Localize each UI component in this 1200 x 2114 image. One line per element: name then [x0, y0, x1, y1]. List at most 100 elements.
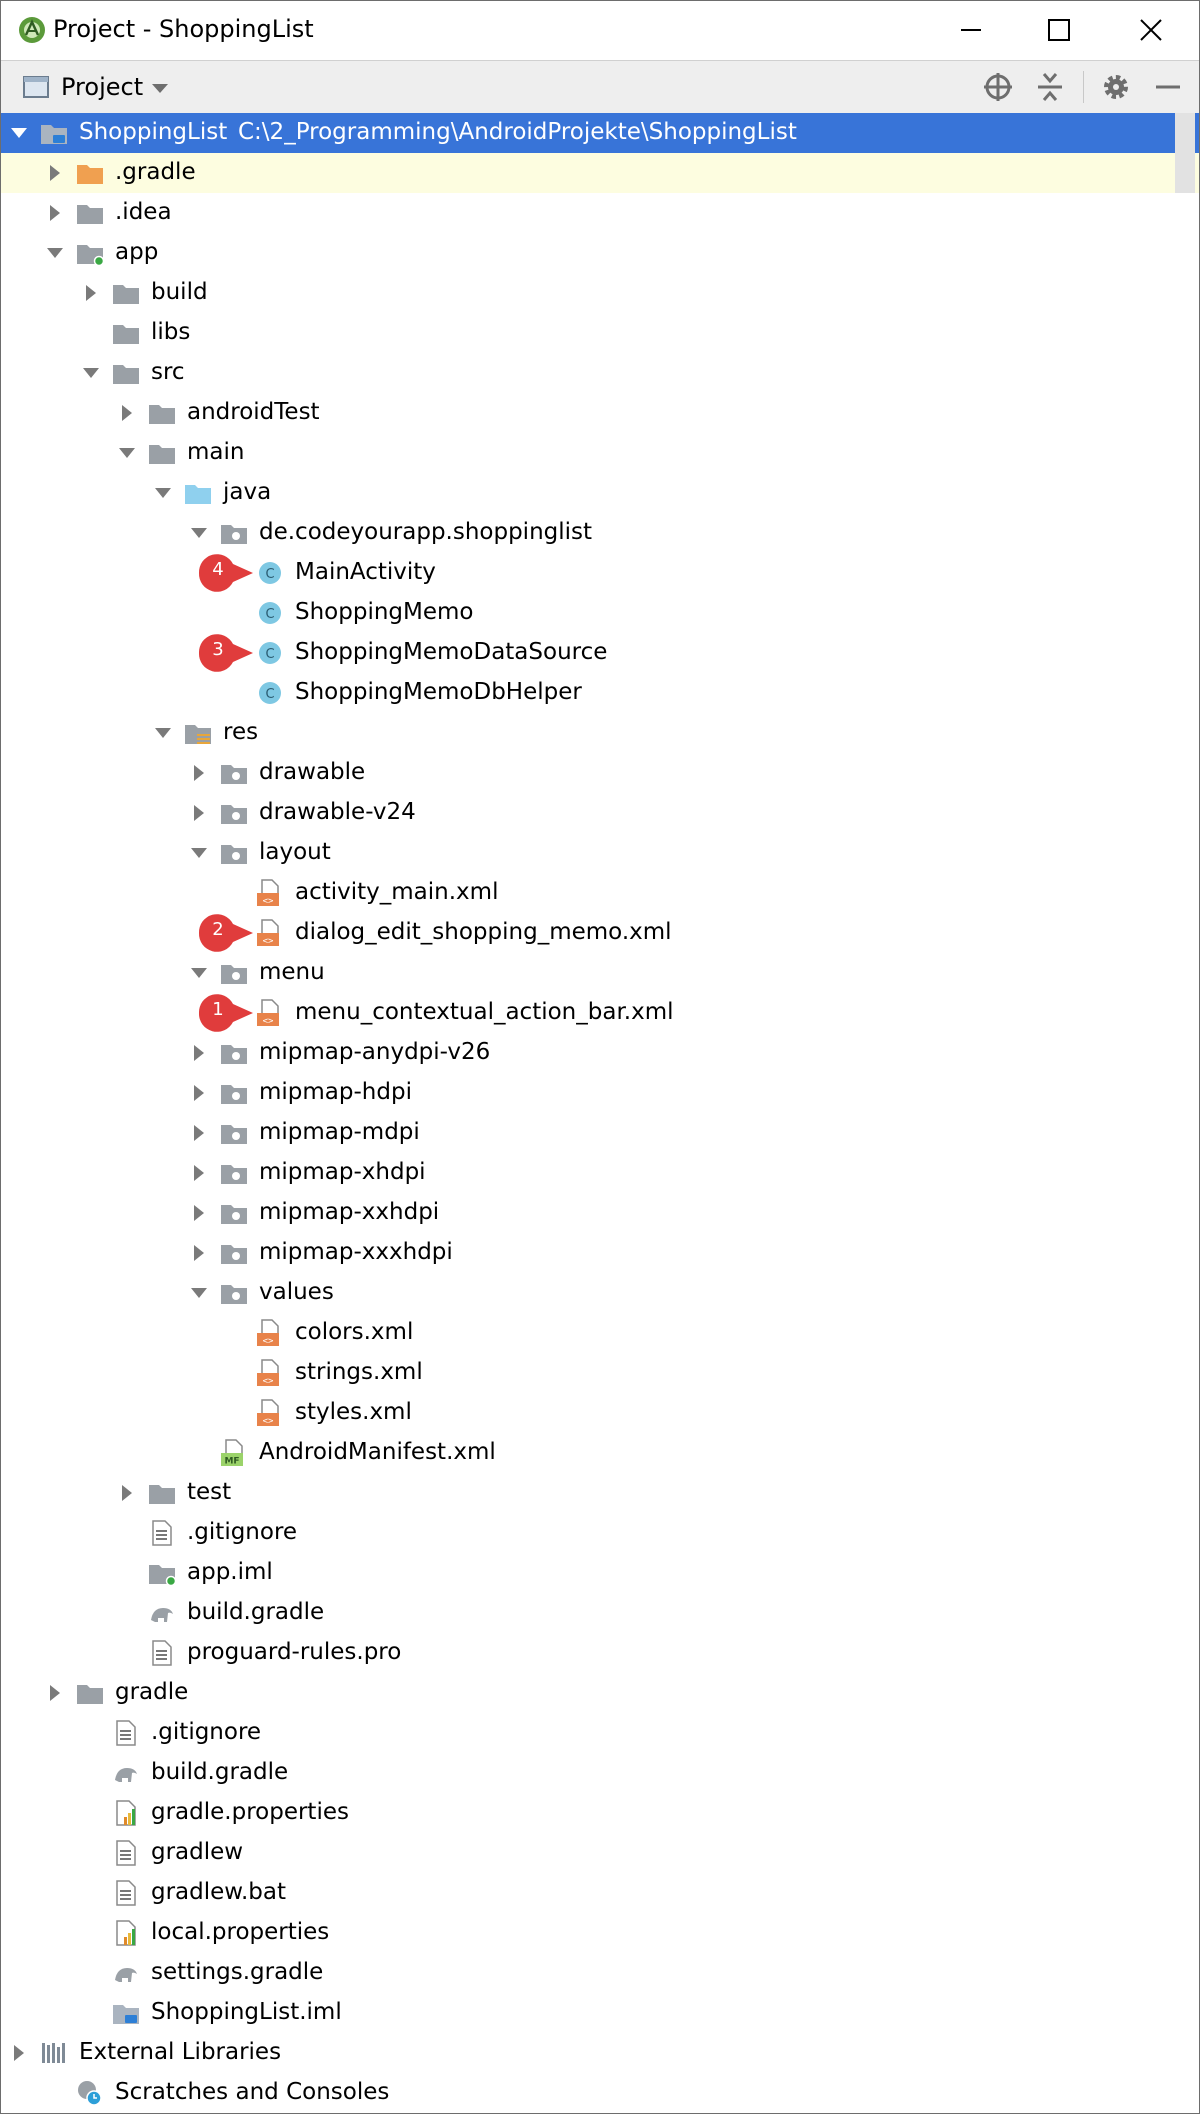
tree-item-label: ShoppingMemoDbHelper — [295, 679, 582, 705]
tree-row[interactable]: mipmap-xxhdpi — [1, 1193, 1199, 1233]
iml-icon — [113, 2005, 139, 2024]
tree-row[interactable]: gradlew.bat — [1, 1873, 1199, 1913]
tree-row[interactable]: .idea — [1, 193, 1199, 233]
tree-row[interactable]: local.properties — [1, 1913, 1199, 1953]
collapse-arrow-icon[interactable] — [9, 123, 29, 143]
collapse-arrow-icon[interactable] — [153, 483, 173, 503]
expand-arrow-icon[interactable] — [81, 283, 101, 303]
tree-row[interactable]: <>menu_contextual_action_bar.xml 1 — [1, 993, 1199, 1033]
expand-arrow-icon[interactable] — [189, 803, 209, 823]
expand-arrow-icon[interactable] — [189, 1043, 209, 1063]
collapse-arrow-icon[interactable] — [189, 843, 209, 863]
collapse-arrow-icon[interactable] — [45, 243, 65, 263]
tree-row[interactable]: <>activity_main.xml — [1, 873, 1199, 913]
gear-icon[interactable] — [1099, 70, 1133, 104]
view-selector[interactable]: Project — [17, 61, 177, 113]
collapse-arrow-icon[interactable] — [81, 363, 101, 383]
toolbar-divider — [1083, 71, 1084, 103]
tree-row[interactable]: settings.gradle — [1, 1953, 1199, 1993]
tree-row[interactable]: java — [1, 473, 1199, 513]
expand-arrow-icon[interactable] — [9, 2043, 29, 2063]
tree-row[interactable]: gradle.properties — [1, 1793, 1199, 1833]
tree-row[interactable]: app — [1, 233, 1199, 273]
tree-row[interactable]: mipmap-hdpi — [1, 1073, 1199, 1113]
tree-row[interactable]: .gradle — [1, 153, 1199, 193]
expand-arrow-icon[interactable] — [45, 163, 65, 183]
libraries-icon — [42, 2043, 65, 2063]
tree-item-label: strings.xml — [295, 1359, 423, 1385]
expand-arrow-icon[interactable] — [189, 1203, 209, 1223]
expand-arrow-icon[interactable] — [189, 1123, 209, 1143]
xml-icon: <> — [257, 1359, 279, 1387]
tree-row[interactable]: build.gradle — [1, 1593, 1199, 1633]
tree-row[interactable]: menu — [1, 953, 1199, 993]
vertical-scrollbar[interactable] — [1175, 113, 1195, 193]
tree-row[interactable]: gradle — [1, 1673, 1199, 1713]
tree-row[interactable]: values — [1, 1273, 1199, 1313]
collapse-arrow-icon[interactable] — [189, 523, 209, 543]
tree-row[interactable]: mipmap-anydpi-v26 — [1, 1033, 1199, 1073]
expand-arrow-icon[interactable] — [117, 403, 137, 423]
collapse-arrow-icon[interactable] — [189, 1283, 209, 1303]
tree-row[interactable]: app.iml — [1, 1553, 1199, 1593]
window-title: Project - ShoppingList — [53, 15, 314, 43]
expand-arrow-icon[interactable] — [189, 1083, 209, 1103]
minimize-button[interactable] — [925, 1, 1017, 59]
expand-arrow-icon[interactable] — [117, 1483, 137, 1503]
tree-row[interactable]: layout — [1, 833, 1199, 873]
tree-row[interactable]: .gitignore — [1, 1513, 1199, 1553]
hide-panel-icon[interactable] — [1151, 70, 1185, 104]
properties-icon — [116, 1800, 136, 1826]
package-icon — [221, 1125, 247, 1144]
close-button[interactable] — [1105, 1, 1197, 59]
tree-row[interactable]: <>colors.xml — [1, 1313, 1199, 1353]
tree-row[interactable]: libs — [1, 313, 1199, 353]
tree-row[interactable]: ShoppingList.iml — [1, 1993, 1199, 2033]
collapse-all-icon[interactable] — [1033, 70, 1067, 104]
expand-arrow-icon[interactable] — [45, 203, 65, 223]
tree-item-label: de.codeyourapp.shoppinglist — [259, 519, 593, 545]
tree-row[interactable]: gradlew — [1, 1833, 1199, 1873]
tree-row[interactable]: build.gradle — [1, 1753, 1199, 1793]
collapse-arrow-icon[interactable] — [189, 963, 209, 983]
tree-row[interactable]: mipmap-xhdpi — [1, 1153, 1199, 1193]
tree-row[interactable]: drawable-v24 — [1, 793, 1199, 833]
tree-row[interactable]: de.codeyourapp.shoppinglist — [1, 513, 1199, 553]
collapse-arrow-icon[interactable] — [153, 723, 173, 743]
tree-row[interactable]: drawable — [1, 753, 1199, 793]
expand-arrow-icon[interactable] — [189, 763, 209, 783]
annotation-badge-number: 4 — [212, 559, 224, 580]
tree-row[interactable]: .gitignore — [1, 1713, 1199, 1753]
expand-arrow-icon[interactable] — [189, 1243, 209, 1263]
collapse-arrow-icon[interactable] — [117, 443, 137, 463]
tree-row[interactable]: <> strings.xml — [1, 1353, 1199, 1393]
tree-row[interactable]: main — [1, 433, 1199, 473]
tree-row[interactable]: <>dialog_edit_shopping_memo.xml 2 — [1, 913, 1199, 953]
tree-row[interactable]: mipmap-xxxhdpi — [1, 1233, 1199, 1273]
tree-row[interactable]: res — [1, 713, 1199, 753]
tree-row[interactable]: test — [1, 1473, 1199, 1513]
tree-row[interactable]: mipmap-mdpi — [1, 1113, 1199, 1153]
package-icon — [221, 845, 247, 864]
tree-row[interactable]: proguard-rules.pro — [1, 1633, 1199, 1673]
package-icon — [221, 805, 247, 824]
tree-item-label: libs — [151, 319, 191, 345]
tree-row[interactable]: Scratches and Consoles — [1, 2073, 1199, 2113]
properties-icon — [116, 1920, 136, 1946]
maximize-button[interactable] — [1013, 1, 1105, 59]
tree-row[interactable]: src — [1, 353, 1199, 393]
tree-row[interactable]: androidTest — [1, 393, 1199, 433]
expand-arrow-icon[interactable] — [45, 1683, 65, 1703]
tree-row[interactable]: <>styles.xml — [1, 1393, 1199, 1433]
expand-arrow-icon[interactable] — [189, 1163, 209, 1183]
tree-row[interactable]: build — [1, 273, 1199, 313]
tree-item-label: .gradle — [115, 159, 196, 185]
tree-row[interactable]: External Libraries — [1, 2033, 1199, 2073]
locate-icon[interactable] — [981, 70, 1015, 104]
